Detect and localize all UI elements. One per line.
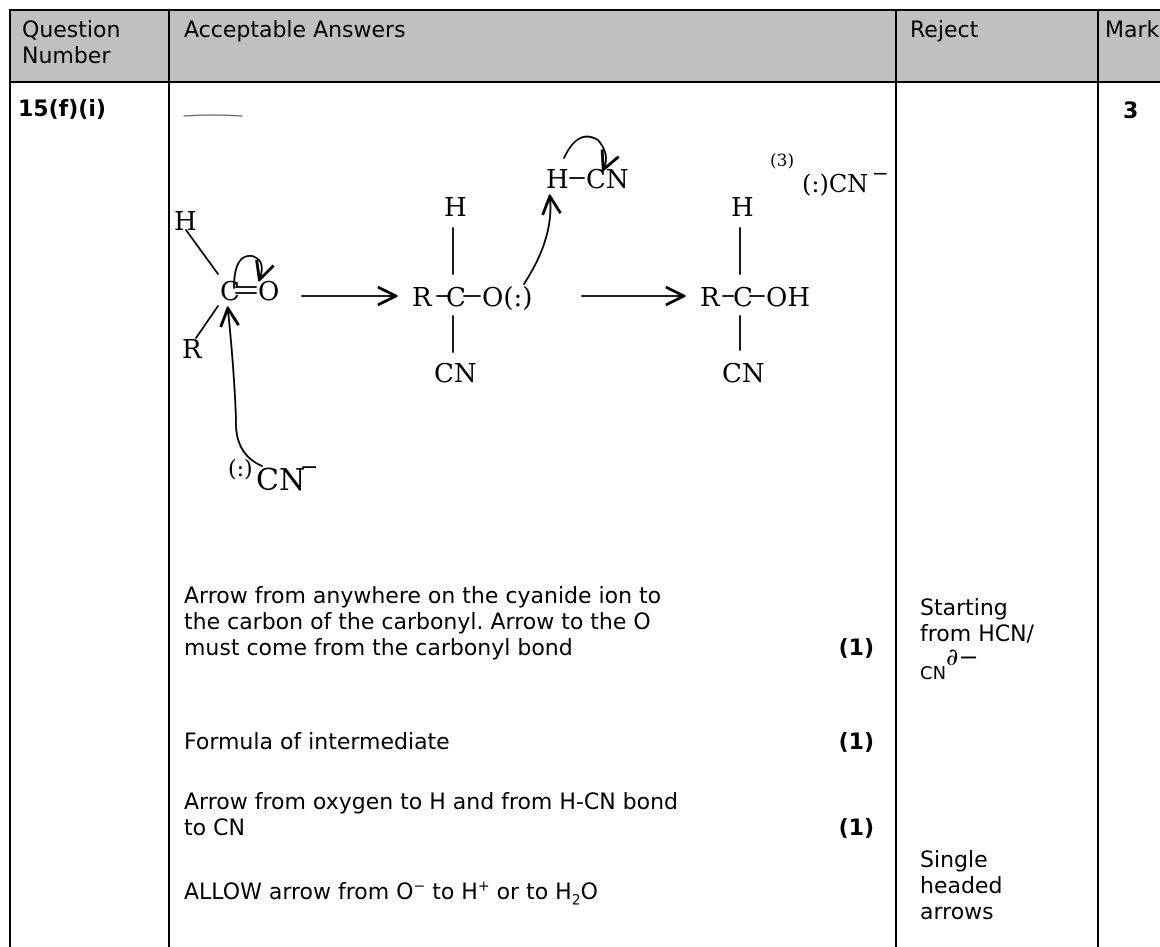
- answer-2: Formula of intermediate(1): [184, 730, 874, 755]
- header-row-background: [9, 9, 1160, 82]
- mechanism-diagram: H C O R H R C O(:) CN H CN H R C OH CN (…: [174, 114, 889, 498]
- header-mark: Mark: [1105, 18, 1160, 43]
- hcn-cn: CN: [586, 165, 629, 195]
- header-divider: [9, 81, 1160, 83]
- mark-value: 3: [1123, 99, 1139, 124]
- reactant-o: O: [258, 277, 279, 307]
- hcn-h: H: [546, 165, 569, 195]
- product-c: C: [733, 283, 753, 313]
- product-h: H: [731, 193, 754, 223]
- product-cn: CN: [722, 359, 765, 389]
- free-cyanide: (:)CN: [802, 170, 868, 198]
- answer-1: Arrow from anywhere on the cyanide ion t…: [184, 584, 874, 661]
- table-border-top: [9, 9, 1160, 11]
- intermediate-h: H: [444, 193, 467, 223]
- reactant-c: C: [220, 277, 240, 307]
- column-divider-2: [895, 9, 897, 947]
- column-divider-3: [1097, 9, 1099, 947]
- reactant-r: R: [182, 335, 203, 365]
- intermediate-r: R: [412, 283, 433, 313]
- answer-4: ALLOW arrow from O− to H+ or to H2O: [184, 878, 598, 909]
- question-number: 15(f)(i): [18, 97, 106, 122]
- nucleophile-cn: CN: [256, 463, 305, 498]
- product-r: R: [700, 283, 721, 313]
- nucleophile-charge: −: [300, 455, 318, 480]
- answer-3-mark: (1): [838, 816, 874, 841]
- reject-1: Starting from HCN/ CN∂−: [920, 596, 1034, 684]
- free-cyanide-charge: −: [872, 161, 889, 185]
- header-reject: Reject: [910, 18, 979, 43]
- intermediate-cn: CN: [434, 359, 477, 389]
- header-question-number: Question Number: [22, 18, 121, 69]
- header-acceptable-answers: Acceptable Answers: [184, 18, 406, 43]
- column-divider-1: [168, 9, 170, 947]
- answer-2-mark: (1): [838, 730, 874, 755]
- answer-1-mark: (1): [838, 636, 874, 661]
- nucleophile-lone-pair: (:): [228, 457, 253, 482]
- intermediate-o: O(:): [482, 283, 532, 313]
- reactant-h: H: [174, 207, 197, 237]
- product-oh: OH: [766, 283, 810, 313]
- answer-3: Arrow from oxygen to H and from H-CN bon…: [184, 790, 874, 841]
- reject-2: Single headed arrows: [920, 848, 1003, 925]
- footnote-mark: (3): [770, 151, 794, 171]
- table-border-left: [9, 9, 11, 947]
- intermediate-c: C: [446, 283, 466, 313]
